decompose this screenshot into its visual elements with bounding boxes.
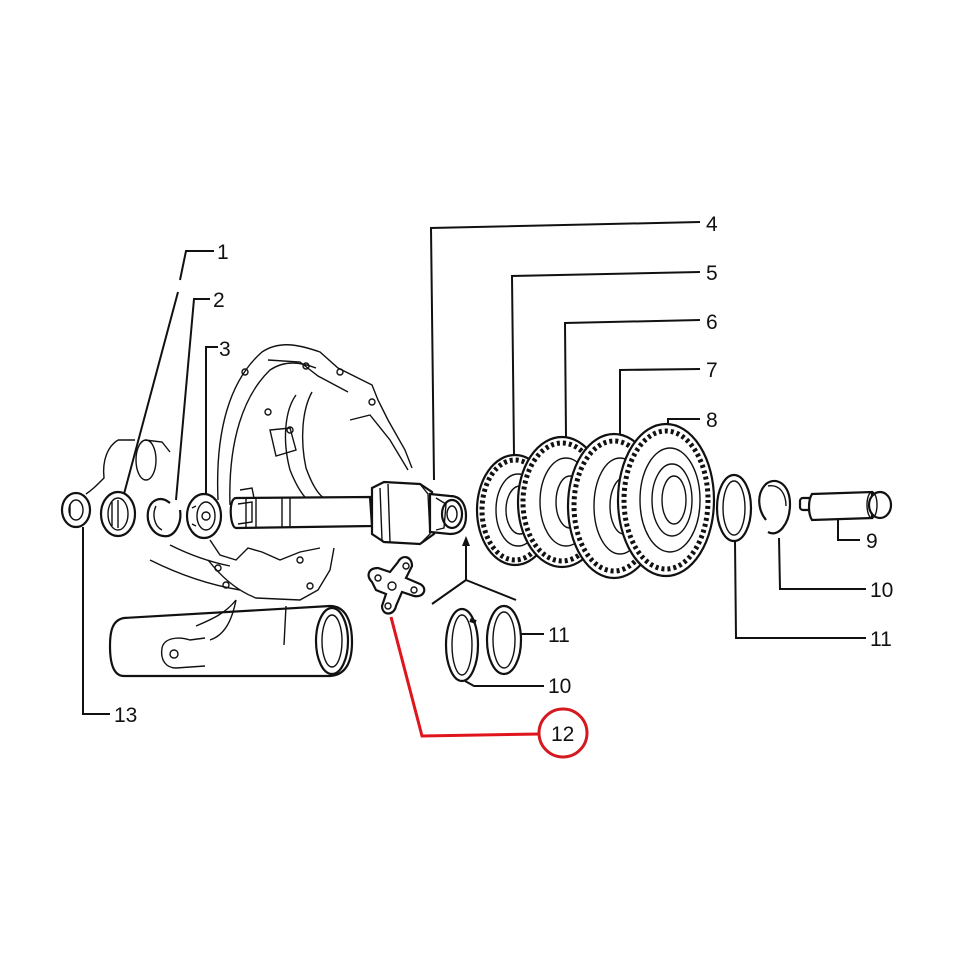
- highlight-leader-line: [389, 616, 541, 738]
- callout-label-11-kit: 11: [548, 624, 570, 647]
- callout-label-4: 4: [706, 213, 718, 236]
- callout-label-10-right: 10: [870, 579, 893, 602]
- part-9-selector-rod: [798, 490, 893, 522]
- part-13-oil-seal: [60, 491, 92, 529]
- part-4-main-shaft: [229, 480, 468, 546]
- part-12-cross-selector: [367, 556, 426, 615]
- callout-label-12-highlighted: 12: [551, 723, 574, 746]
- part-8-gear: [616, 422, 716, 578]
- part-2-circlip: [146, 498, 182, 538]
- leader-lines: [82, 221, 866, 715]
- kit-pointer-arrow: [431, 536, 517, 605]
- callout-label-6: 6: [706, 311, 718, 334]
- callout-label-2: 2: [213, 289, 225, 312]
- callout-label-1: 1: [217, 241, 229, 264]
- callout-label-8: 8: [706, 409, 718, 432]
- part-3-bearing: [185, 492, 223, 540]
- swing-arm-tube: [108, 599, 354, 678]
- kit-part-10-circlip: [444, 607, 480, 683]
- part-1-bearing: [99, 490, 137, 538]
- part-11-shim-ring: [715, 473, 753, 543]
- part-10-circlip: [758, 479, 792, 535]
- callout-label-7: 7: [706, 359, 718, 382]
- callout-label-11-right: 11: [870, 628, 892, 651]
- crankcase-housing: [85, 344, 413, 601]
- callout-label-9: 9: [866, 530, 878, 553]
- kit-part-11-shim-ring: [485, 604, 523, 676]
- callout-label-3: 3: [219, 338, 231, 361]
- callout-label-5: 5: [706, 262, 718, 285]
- callout-label-10-kit: 10: [548, 675, 571, 698]
- callout-label-13: 13: [114, 704, 137, 727]
- highlight-circle: [537, 707, 589, 759]
